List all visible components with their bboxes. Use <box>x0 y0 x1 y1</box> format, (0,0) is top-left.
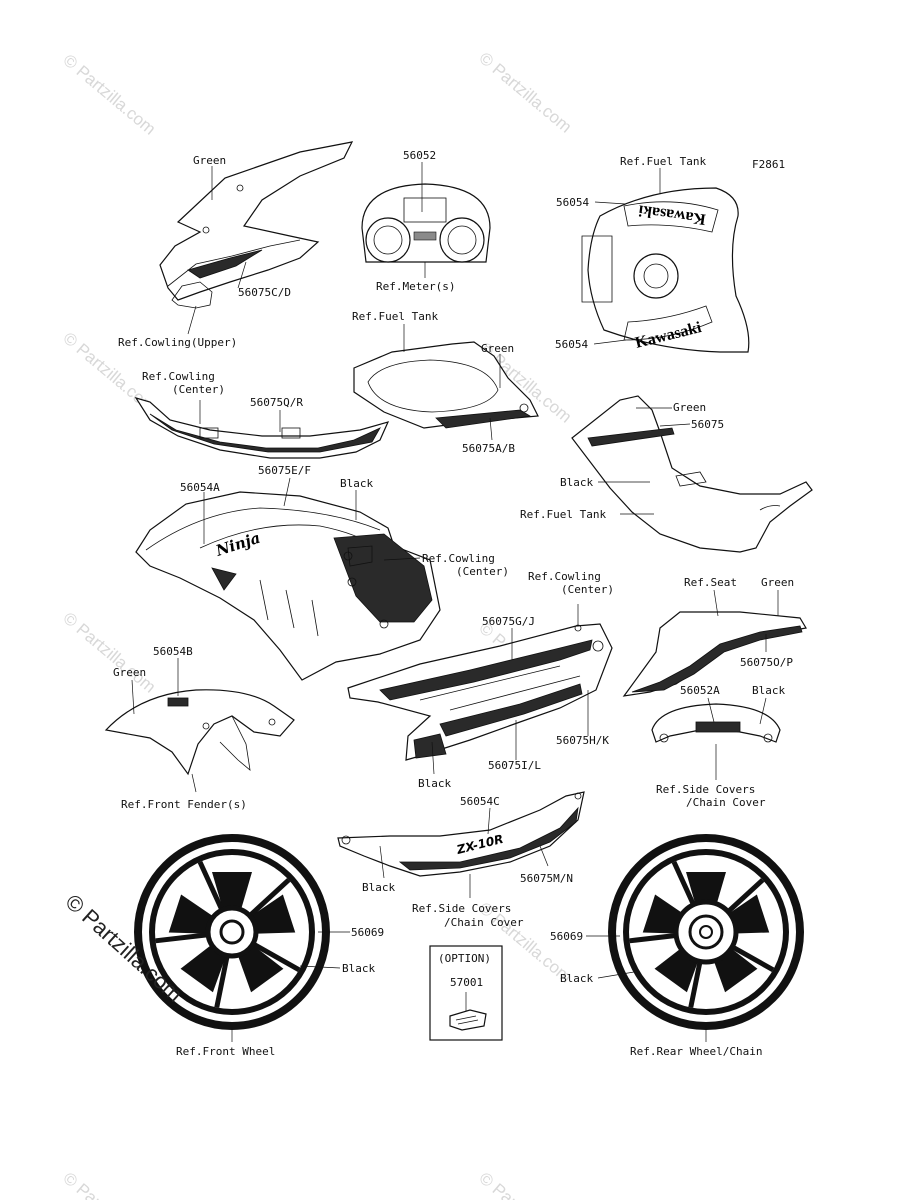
leader-line <box>383 557 421 561</box>
meter-part[interactable] <box>361 183 491 263</box>
leader-line <box>489 417 493 441</box>
label-front-black: Black <box>342 962 375 975</box>
leader-line <box>187 305 197 335</box>
leader-line <box>594 201 627 205</box>
leader-line <box>431 741 435 775</box>
label-rear-ref-side-chain: /Chain Cover <box>686 796 766 809</box>
label-56054b: 56054B <box>153 645 193 658</box>
watermark-text: © Partzilla.com <box>475 49 575 137</box>
label-rear-56069: 56069 <box>550 930 583 943</box>
option-part-icon <box>449 1009 487 1031</box>
label-fairing-black: Black <box>340 477 373 490</box>
label-sidecover-ref-chain: /Chain Cover <box>444 916 524 929</box>
label-sidecover-ref-side: Ref.Side Covers <box>412 902 511 915</box>
label-belly-ref-cowl-center: (Center) <box>561 583 614 596</box>
leader-line <box>759 697 767 725</box>
center-cowling-part[interactable] <box>134 396 390 459</box>
tank-cover-part[interactable] <box>571 395 813 553</box>
label-seat-green: Green <box>761 576 794 589</box>
label-rear-ref-side: Ref.Side Covers <box>656 783 755 796</box>
leader-line <box>283 477 291 507</box>
option-title: (OPTION) <box>438 952 491 965</box>
side-cover-part[interactable]: ZX-10R <box>337 791 585 877</box>
label-tank-56054-bottom: 56054 <box>555 338 588 351</box>
rear-wheel-part[interactable] <box>608 834 804 1030</box>
label-upper-green: Green <box>193 154 226 167</box>
label-side-ref-fuel: Ref.Fuel Tank <box>352 310 438 323</box>
leader-line <box>713 589 719 617</box>
label-56075gj: 56075G/J <box>482 615 535 628</box>
leader-line <box>593 339 627 345</box>
leader-line <box>299 965 341 969</box>
leader-line <box>487 807 491 835</box>
label-front-56069: 56069 <box>351 926 384 939</box>
label-56075hk: 56075H/K <box>556 734 609 747</box>
label-fender-green: Green <box>113 666 146 679</box>
watermark-text: © Partzilla.com <box>59 609 159 697</box>
option-part-number: 57001 <box>450 976 483 989</box>
leader-line <box>237 261 247 289</box>
leader-line <box>131 679 135 715</box>
label-56054a: 56054A <box>180 481 220 494</box>
label-ref-rear-wheel: Ref.Rear Wheel/Chain <box>630 1045 762 1058</box>
label-56052a: 56052A <box>680 684 720 697</box>
leader-line <box>191 773 197 793</box>
front-fender-part[interactable] <box>104 689 295 776</box>
leader-line <box>539 845 549 867</box>
watermark-text: © Partzilla.com <box>475 1169 575 1200</box>
label-rear-black-wheel: Black <box>560 972 593 985</box>
label-56075op: 56075O/P <box>740 656 793 669</box>
label-shroud-black: Black <box>560 476 593 489</box>
label-ref-cowling-upper: Ref.Cowling(Upper) <box>118 336 237 349</box>
watermark-text: © Partzilla.com <box>59 1169 159 1200</box>
label-ref-seat: Ref.Seat <box>684 576 737 589</box>
label-tank-56054-top: 56054 <box>556 196 589 209</box>
label-56075ab: 56075A/B <box>462 442 515 455</box>
belly-cowling-part[interactable] <box>347 623 613 761</box>
leader-line <box>597 971 635 979</box>
label-56054c: 56054C <box>460 795 500 808</box>
label-ref-front-fender: Ref.Front Fender(s) <box>121 798 247 811</box>
label-56075ef: 56075E/F <box>258 464 311 477</box>
label-shroud-ref-fuel: Ref.Fuel Tank <box>520 508 606 521</box>
label-ref-front-wheel: Ref.Front Wheel <box>176 1045 275 1058</box>
label-lower-ref-cowl: Ref.Cowling <box>142 370 215 383</box>
option-box[interactable]: (OPTION) 57001 <box>429 945 503 1041</box>
label-sidecover-black: Black <box>362 881 395 894</box>
label-56075: 56075 <box>691 418 724 431</box>
fuel-tank-side-part[interactable] <box>353 341 539 429</box>
label-lower-ref-cowl-center: (Center) <box>172 383 225 396</box>
label-shroud-green: Green <box>673 401 706 414</box>
label-56052: 56052 <box>403 149 436 162</box>
label-rear-black: Black <box>752 684 785 697</box>
label-fairing-ref-cowl: Ref.Cowling <box>422 552 495 565</box>
label-56075qr: 56075Q/R <box>250 396 303 409</box>
label-56075mn: 56075M/N <box>520 872 573 885</box>
leader-line <box>659 423 691 427</box>
label-fairing-ref-cowl-center: (Center) <box>456 565 509 578</box>
rear-cover-part[interactable] <box>651 703 781 743</box>
label-56075il: 56075I/L <box>488 759 541 772</box>
upper-cowling-part[interactable] <box>159 141 354 309</box>
fuel-tank-top-part[interactable]: Kawasaki Kawasaki <box>581 187 750 353</box>
watermark-text: © Partzilla.com <box>59 51 159 139</box>
seat-cowl-part[interactable] <box>622 611 807 697</box>
leader-line <box>707 697 715 723</box>
leader-line <box>379 845 385 879</box>
label-tank-ref-fuel: Ref.Fuel Tank <box>620 155 706 168</box>
label-belly-ref-cowl: Ref.Cowling <box>528 570 601 583</box>
label-56075cd: 56075C/D <box>238 286 291 299</box>
label-side-green: Green <box>481 342 514 355</box>
label-belly-black: Black <box>418 777 451 790</box>
figure-code: F2861 <box>752 158 785 171</box>
label-ref-meter: Ref.Meter(s) <box>376 280 455 293</box>
side-fairing-part[interactable]: Ninja <box>135 491 441 681</box>
